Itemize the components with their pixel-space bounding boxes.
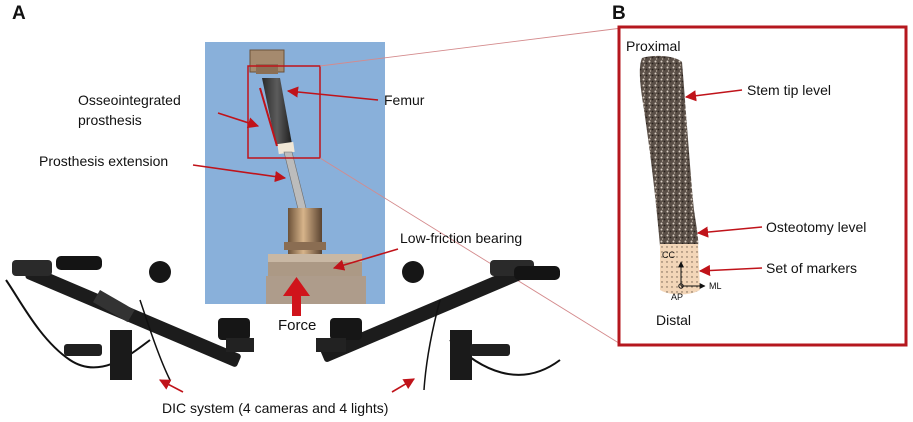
arrow-dic-right: [391, 378, 415, 393]
label-osseo-line1: Osseointegrated: [78, 92, 181, 108]
arrow-extension: [192, 164, 287, 183]
label-dic: DIC system (4 cameras and 4 lights): [162, 400, 389, 416]
zoom-line-top: [319, 27, 623, 67]
axis-ap: [678, 283, 684, 289]
arrow-osteotomy: [696, 226, 763, 238]
dic-system-right: [316, 260, 561, 391]
label-femur: Femur: [384, 92, 425, 108]
arrow-markers: [698, 264, 763, 277]
arrow-osseo: [217, 112, 260, 129]
label-osteotomy: Osteotomy level: [766, 219, 867, 235]
label-cc: CC: [662, 250, 675, 260]
label-extension: Prosthesis extension: [39, 153, 169, 169]
label-bearing: Low-friction bearing: [400, 230, 523, 246]
label-force: Force: [278, 317, 317, 334]
test-rig-photo: [205, 42, 385, 304]
arrow-bearing: [332, 248, 399, 271]
label-osseo-line2: prosthesis: [78, 112, 142, 128]
panel-letter-b: B: [612, 3, 626, 24]
bearing-cylinder: [288, 208, 322, 258]
label-stem-tip: Stem tip level: [747, 82, 832, 98]
osteotomy-collar: [277, 141, 295, 155]
label-markers: Set of markers: [766, 260, 858, 276]
porous-femur-specimen: [639, 55, 699, 251]
femur-shaft: [262, 78, 292, 146]
marker-collar: [660, 244, 700, 295]
region-of-interest-box: [247, 65, 321, 159]
panel-letter-a: A: [12, 3, 26, 24]
label-proximal: Proximal: [626, 38, 681, 54]
dic-system-left: [5, 256, 254, 381]
force-arrow: [283, 277, 310, 316]
label-ml: ML: [709, 281, 722, 291]
arrow-femur: [286, 86, 379, 101]
label-ap: AP: [671, 292, 684, 302]
arrow-stem-tip: [684, 89, 743, 102]
label-distal: Distal: [656, 312, 692, 328]
arrow-dic-left: [159, 379, 184, 393]
zoom-line-bottom: [319, 157, 623, 346]
